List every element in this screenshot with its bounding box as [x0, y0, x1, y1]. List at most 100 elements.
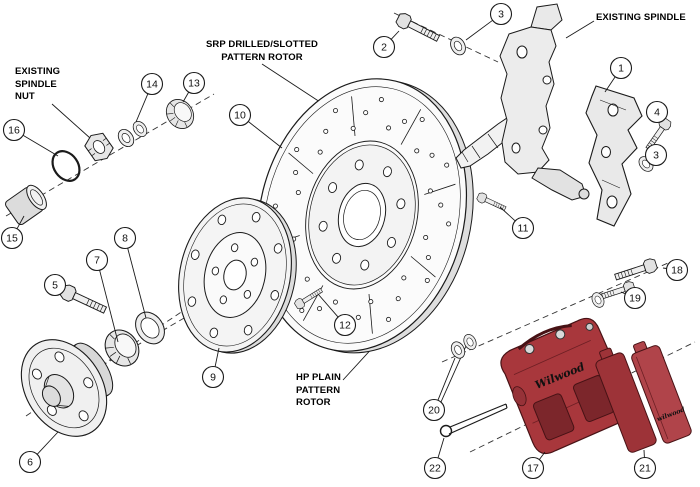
callout-circle — [633, 456, 657, 480]
label-existing-spindle: EXISTING SPINDLE — [596, 12, 686, 23]
callout-6: 6 — [18, 431, 59, 474]
callout-number: 21 — [639, 463, 651, 475]
callout-4: 4 — [645, 100, 669, 124]
callout-9: 9 — [201, 347, 225, 389]
callout-circle — [645, 100, 669, 124]
callout-number: 8 — [122, 233, 128, 245]
callout-circle — [0, 226, 24, 250]
callout-number: 3 — [498, 9, 504, 21]
callout-leader — [317, 293, 339, 318]
callout-number: 3 — [653, 150, 659, 162]
callout-circle — [623, 286, 647, 310]
callout-number: 16 — [8, 125, 20, 137]
rotor — [256, 78, 474, 354]
callout-22: 22 — [423, 437, 447, 480]
callout-leader — [16, 215, 25, 230]
callout-1: 1 — [604, 56, 633, 93]
callout-circle — [489, 2, 513, 26]
callout-17: 17 — [521, 451, 546, 480]
rotor-adapter — [178, 197, 297, 354]
callout-leader — [22, 134, 59, 157]
callout-leader — [127, 248, 147, 319]
hub-bolt — [58, 282, 109, 318]
callout-number: 1 — [618, 63, 624, 75]
spindle-bolt — [394, 11, 442, 46]
callout-circle — [644, 143, 668, 167]
callout-circle — [140, 72, 164, 96]
callout-number: 6 — [27, 457, 33, 469]
callout-leader — [99, 270, 119, 343]
spindle-bolt-washer — [447, 34, 469, 58]
callout-leader — [437, 357, 456, 401]
brake-pads: wilwood — [595, 341, 692, 453]
callout-14: 14 — [135, 72, 164, 123]
callout-number: 20 — [428, 405, 440, 417]
callout-11: 11 — [499, 206, 535, 240]
callout-12: 12 — [317, 293, 357, 337]
dust-cap — [5, 184, 47, 226]
callout-circle — [333, 313, 357, 337]
callout-leader — [604, 76, 616, 93]
cotter-pin — [439, 403, 508, 438]
callout-19: 19 — [620, 286, 647, 310]
callout-number: 17 — [527, 463, 539, 475]
rotor-boltholes — [318, 159, 406, 271]
callout-leader — [182, 91, 190, 103]
callout-number: 5 — [52, 280, 58, 292]
callout-circle — [2, 118, 26, 142]
adapter-holes-inner — [211, 243, 259, 305]
callout-3: 3 — [644, 143, 668, 167]
callout-leader — [135, 93, 149, 123]
callout-3: 3 — [465, 2, 513, 41]
label-srp-rotor: SRP DRILLED/SLOTTED PATTERN ROTOR — [205, 39, 319, 63]
callout-circle — [113, 226, 137, 250]
callout-circle — [422, 398, 446, 422]
callout-circle — [85, 248, 109, 272]
callout-leader — [538, 451, 546, 460]
adapter-holes-outer — [187, 211, 283, 339]
callout-7: 7 — [85, 248, 119, 343]
callout-leader — [390, 30, 400, 40]
callout-number: 18 — [671, 265, 683, 277]
callout-number: 2 — [381, 42, 387, 54]
callout-circle — [182, 71, 206, 95]
callout-number: 9 — [210, 372, 216, 384]
label-hp-rotor: HP PLAIN PATTERN ROTOR — [296, 372, 341, 409]
callout-18: 18 — [662, 258, 689, 282]
callout-21: 21 — [633, 449, 657, 480]
callout-number: 4 — [654, 107, 660, 119]
callout-leader — [437, 437, 445, 459]
callout-circle — [521, 456, 545, 480]
callout-circle — [201, 365, 225, 389]
callout-leader — [248, 121, 283, 149]
label-existing-spindle-nut: EXISTING SPINDLE NUT — [15, 66, 61, 103]
caliper-bolt-long — [613, 257, 659, 285]
hub-stud-holes — [31, 351, 94, 422]
spindle-washer-2 — [129, 118, 151, 140]
callout-leader — [36, 431, 59, 455]
callout-5: 5 — [43, 273, 67, 297]
callout-number: 13 — [188, 78, 200, 90]
o-ring — [51, 150, 81, 182]
callout-10: 10 — [228, 103, 283, 149]
callout-leader — [214, 347, 220, 367]
callout-circle — [665, 258, 689, 282]
callout-circle — [18, 450, 42, 474]
callout-8: 8 — [113, 226, 147, 319]
callout-13: 13 — [182, 71, 206, 103]
callout-circle — [423, 456, 447, 480]
callout-number: 7 — [94, 255, 100, 267]
callout-leader — [662, 267, 667, 269]
caliper: Wilwood — [500, 317, 632, 455]
callout-15: 15 — [0, 215, 25, 250]
callout-number: 22 — [429, 463, 441, 475]
caliper-bracket — [585, 85, 643, 227]
callout-number: 14 — [146, 79, 158, 91]
callout-leader — [620, 291, 626, 295]
callout-circle — [372, 35, 396, 59]
callout-circle — [511, 216, 535, 240]
spindle-nut — [84, 132, 114, 162]
callout-number: 11 — [518, 223, 529, 235]
callout-circle — [609, 56, 633, 80]
